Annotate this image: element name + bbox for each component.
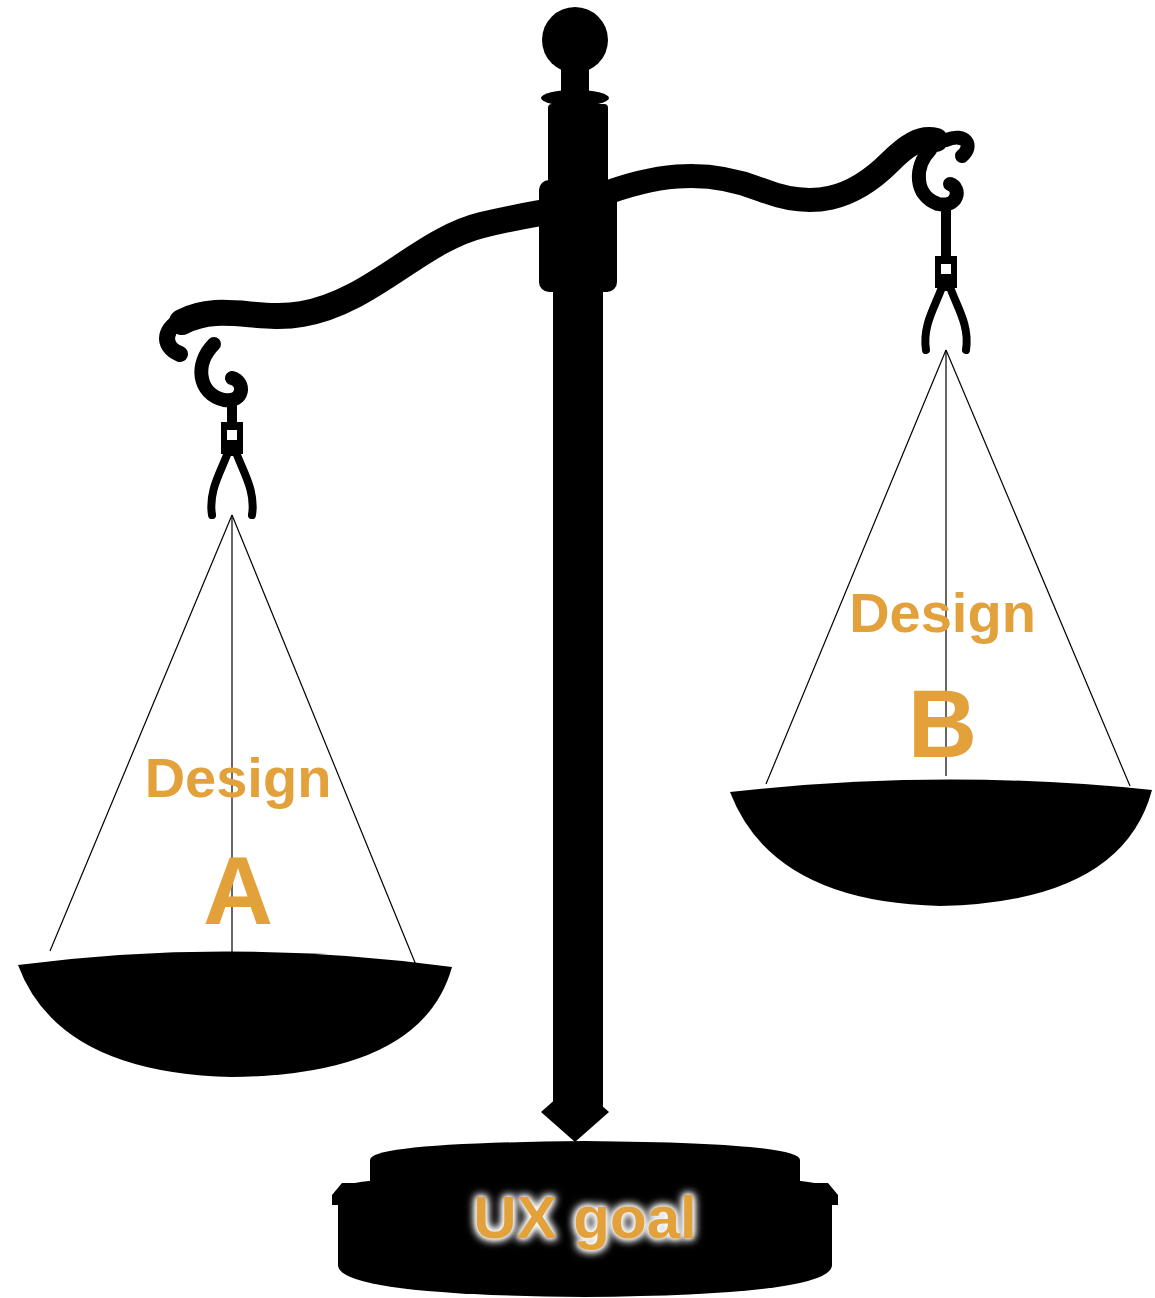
pan-bowl — [18, 951, 452, 1077]
clevis-block — [935, 256, 957, 288]
goal-label: UX goal — [330, 1188, 840, 1248]
scale-pan: DesignB — [730, 350, 1155, 910]
pan-hook — [919, 150, 957, 205]
scale-base: UX goal — [330, 1135, 840, 1298]
beam-left-arm — [182, 210, 562, 322]
pan-clevis-fork — [925, 287, 966, 350]
beam-scroll — [946, 138, 968, 156]
design-word: Design — [730, 585, 1155, 641]
pan-clevis — [221, 256, 957, 454]
clevis-hole — [941, 264, 951, 274]
scale-column — [539, 7, 617, 1142]
design-letter: B — [730, 676, 1155, 772]
pan-clevis-fork — [211, 452, 252, 515]
scale-beam — [167, 138, 968, 515]
pan-bowl — [730, 779, 1152, 906]
design-word: Design — [18, 750, 458, 806]
pole-diamond — [541, 1082, 609, 1142]
scale-pan: DesignA — [18, 515, 458, 1080]
hook-link — [941, 204, 951, 258]
pan-hook — [201, 344, 241, 400]
beam-scroll — [167, 318, 186, 354]
design-letter: A — [18, 842, 458, 939]
hook-link — [227, 398, 237, 424]
beam-right-arm — [598, 139, 936, 200]
clevis-block — [221, 422, 243, 454]
clevis-hole — [227, 430, 237, 440]
finial-ball — [542, 7, 608, 73]
finial-disc — [541, 90, 609, 106]
